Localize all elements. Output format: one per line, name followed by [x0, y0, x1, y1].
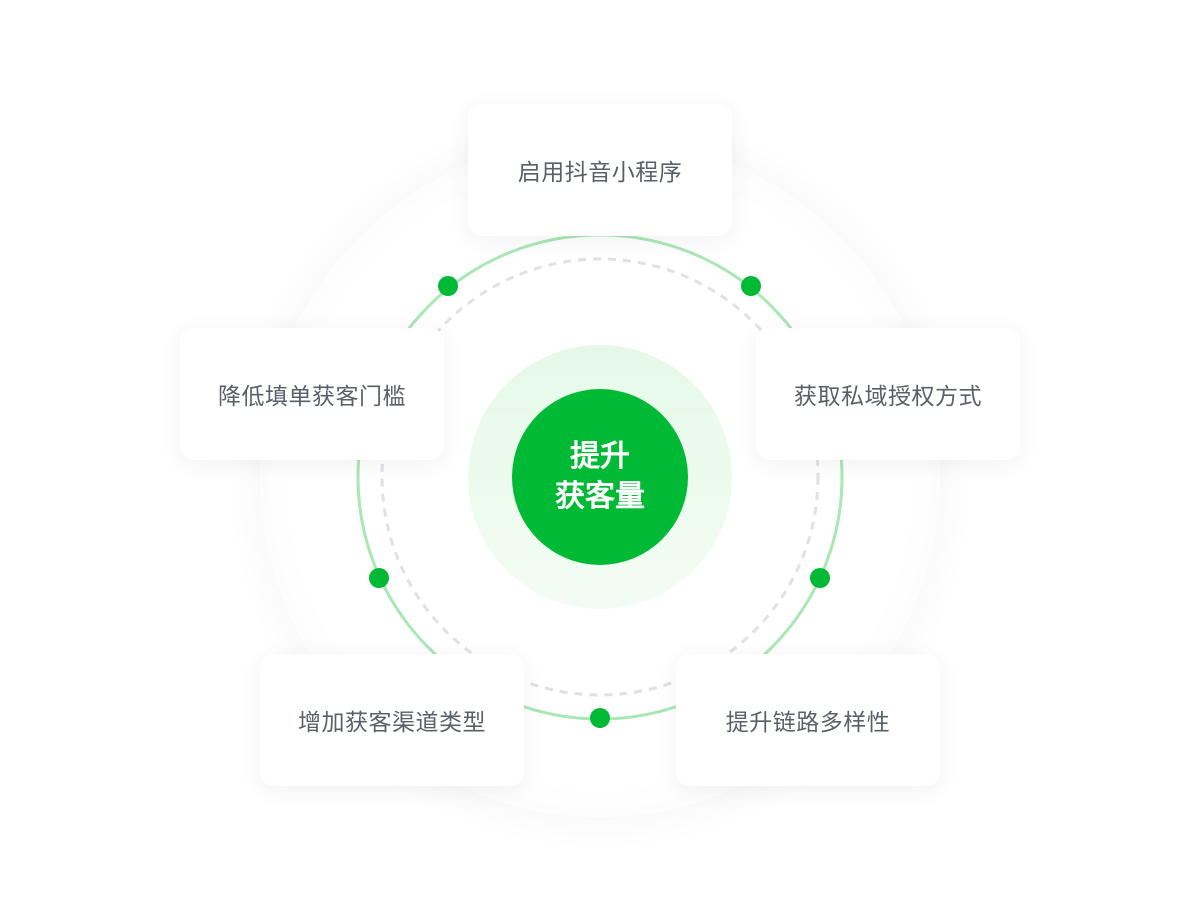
center-title-line2: 获客量 [555, 479, 645, 514]
node-label: 启用抖音小程序 [517, 160, 683, 186]
dashed-ring [380, 257, 820, 697]
node-dot [438, 276, 458, 296]
node-card-bottom-left: 增加获客渠道类型 [260, 654, 524, 786]
center-title-line1: 提升 [570, 439, 630, 474]
node-dot [590, 708, 610, 728]
node-label: 降低填单获客门槛 [218, 384, 406, 410]
node-card-right: 获取私域授权方式 [756, 328, 1020, 460]
node-label: 提升链路多样性 [725, 710, 891, 736]
center-goal: 提升 获客量 [512, 389, 688, 565]
node-dot [369, 568, 389, 588]
node-label: 增加获客渠道类型 [298, 710, 486, 736]
node-dot [810, 568, 830, 588]
node-card-left: 降低填单获客门槛 [180, 328, 444, 460]
node-dot [741, 276, 761, 296]
node-label: 获取私域授权方式 [794, 384, 982, 410]
node-card-top: 启用抖音小程序 [468, 104, 732, 236]
node-card-bottom-right: 提升链路多样性 [676, 654, 940, 786]
